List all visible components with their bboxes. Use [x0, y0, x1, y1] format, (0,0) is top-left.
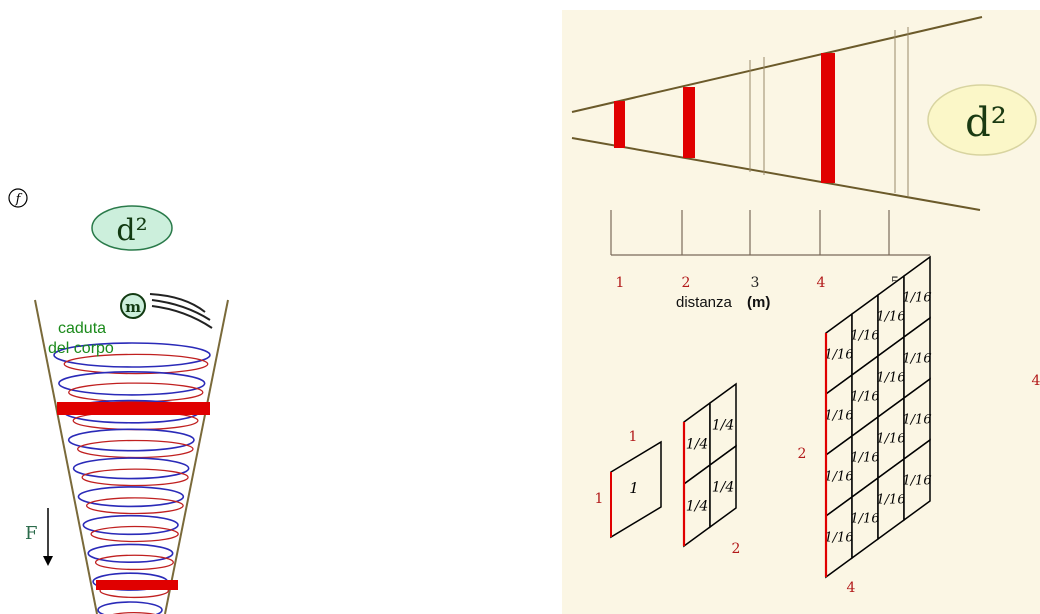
mass-label: m — [125, 298, 141, 316]
distance-tick-label-1: 1 — [616, 275, 625, 291]
grid4-cell-label: 1/16 — [824, 531, 853, 546]
left-d2-badge — [91, 205, 173, 251]
spiral-coil-blue — [67, 428, 195, 452]
grid2-cell-label: 1/4 — [712, 479, 735, 495]
cone-upper-edge — [571, 16, 983, 113]
spiral-coil-blue — [77, 486, 185, 508]
grid2-cell — [709, 444, 737, 529]
spiral-coil-red — [68, 382, 204, 403]
grid4-cell-label: 1/16 — [824, 409, 853, 424]
spiral-coil-red — [81, 468, 189, 487]
grid2-cell-label: 1/4 — [686, 498, 709, 514]
grid4-bottom-label: 4 — [847, 580, 856, 596]
funnel-diagram: f d² m caduta del corpo F — [8, 188, 229, 614]
grid2-cell-label: 1/4 — [712, 417, 735, 433]
motion-line — [151, 305, 213, 329]
fall-label-line2: del corpo — [48, 340, 114, 357]
fall-label-line1: caduta — [58, 320, 106, 337]
mass-circle — [120, 293, 146, 319]
spiral-coil-red — [90, 525, 179, 543]
grid4-cell-label: 1/16 — [876, 432, 905, 447]
spiral-coil-blue — [58, 370, 206, 396]
grid-2x2: 2 2 1/41/41/41/4 — [682, 382, 807, 557]
grid4-cell-label: 1/16 — [902, 291, 931, 306]
cone-section-2 — [683, 87, 695, 158]
grid-4x4: 4 4 1/16 1/16 1/16 1/16 1/16 1/16 1/16 1/16 1/16… — [824, 255, 1040, 596]
spiral-coil-red — [85, 497, 184, 515]
right-d2-badge — [927, 84, 1037, 156]
lower-beam — [96, 580, 178, 590]
grid1-side-label: 1 — [595, 491, 604, 507]
spiral-coil-blue — [97, 601, 163, 614]
distance-tick-label-3: 3 — [751, 275, 760, 291]
cone-lower-edge — [571, 137, 981, 211]
upper-beam — [57, 402, 210, 415]
grid4-cell-label: 1/16 — [902, 352, 931, 367]
grid4-cell-label: 1/16 — [850, 512, 879, 527]
funnel-left-edge — [34, 299, 98, 614]
spiral-coil-red — [94, 554, 174, 571]
spiral-coil-blue — [53, 342, 211, 368]
grid4-cell-label: 1/16 — [902, 474, 931, 489]
left-d2-label: d² — [116, 213, 147, 248]
motion-line — [151, 299, 211, 321]
force-arrow-head — [43, 556, 53, 566]
grid4-cell-label: 1/16 — [876, 371, 905, 386]
grid1-cell-label: 1 — [629, 479, 639, 497]
spiral-coil-blue — [87, 543, 174, 564]
grid4-cell-label: 1/16 — [902, 413, 931, 428]
distance-tick-label-2: 2 — [682, 275, 691, 291]
f-symbol-circle — [8, 188, 28, 208]
grid-1x1: 1 1 1 — [595, 429, 662, 539]
grid2-cell-label: 1/4 — [686, 436, 709, 452]
distance-axis-unit: (m) — [747, 294, 770, 311]
spiral-coil-red — [112, 611, 156, 614]
cone-section-1 — [614, 101, 625, 148]
grid2-side-label: 2 — [798, 446, 807, 462]
spiral-coil-red — [63, 353, 209, 375]
spiral-coils — [53, 342, 211, 614]
grid2-bottom-label: 2 — [732, 541, 741, 557]
distance-tick-label-4: 4 — [817, 275, 826, 291]
grid4-side-label: 4 — [1032, 373, 1040, 389]
grid1-top-label: 1 — [629, 429, 638, 445]
grid4-cell-label: 1/16 — [876, 493, 905, 508]
grid4-cell-label: 1/16 — [850, 390, 879, 405]
cone-section-4 — [821, 53, 835, 183]
grid4-cell-label: 1/16 — [824, 470, 853, 485]
falling-body-panel: f d² m caduta del corpo F — [0, 170, 245, 614]
grid4-cell-label: 1/16 — [824, 348, 853, 363]
grid4-cell — [903, 438, 931, 522]
grid4-cell-label: 1/16 — [850, 451, 879, 466]
funnel-right-edge — [164, 299, 229, 614]
grid4-cell-label: 1/16 — [850, 329, 879, 344]
motion-line — [149, 293, 206, 313]
spiral-coil-blue — [72, 457, 190, 480]
f-symbol: f — [15, 192, 23, 207]
inverse-square-panel: d² 1 2 3 4 5 distanza (m) 1 1 1 2 2 1/41… — [562, 10, 1040, 614]
spiral-coil-blue — [82, 514, 179, 536]
distance-axis-label: distanza — [676, 294, 733, 311]
inverse-square-diagram: d² 1 2 3 4 5 distanza (m) 1 1 1 2 2 1/41… — [571, 16, 1040, 596]
right-d2-label: d² — [965, 100, 1007, 146]
force-label: F — [25, 523, 38, 544]
grid4-cell-label: 1/16 — [876, 310, 905, 325]
